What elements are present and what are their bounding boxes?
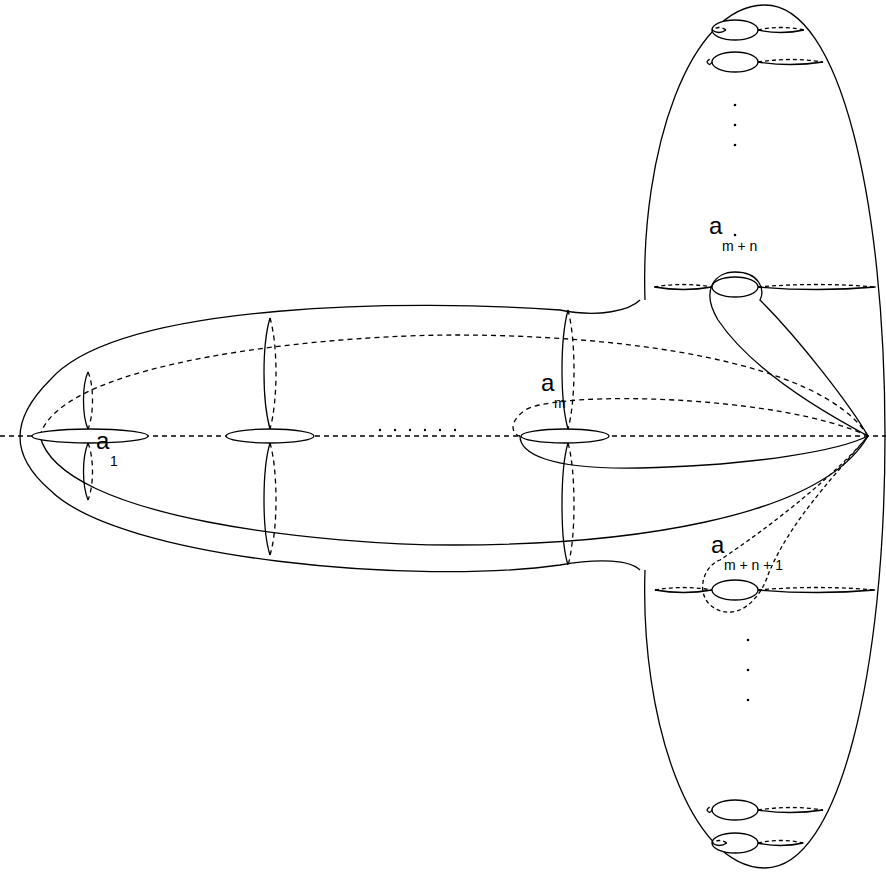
curve-subscript: m [554, 396, 566, 410]
curve-letter: a [711, 533, 724, 557]
curve-letter: a [96, 429, 109, 453]
curve-subscript: 1 [110, 454, 118, 468]
curve-letter: a [709, 214, 722, 238]
curve-letter: a [541, 371, 554, 395]
curve-subscript: m + n [722, 239, 757, 253]
curve-subscript: m + n + 1 [724, 558, 783, 572]
